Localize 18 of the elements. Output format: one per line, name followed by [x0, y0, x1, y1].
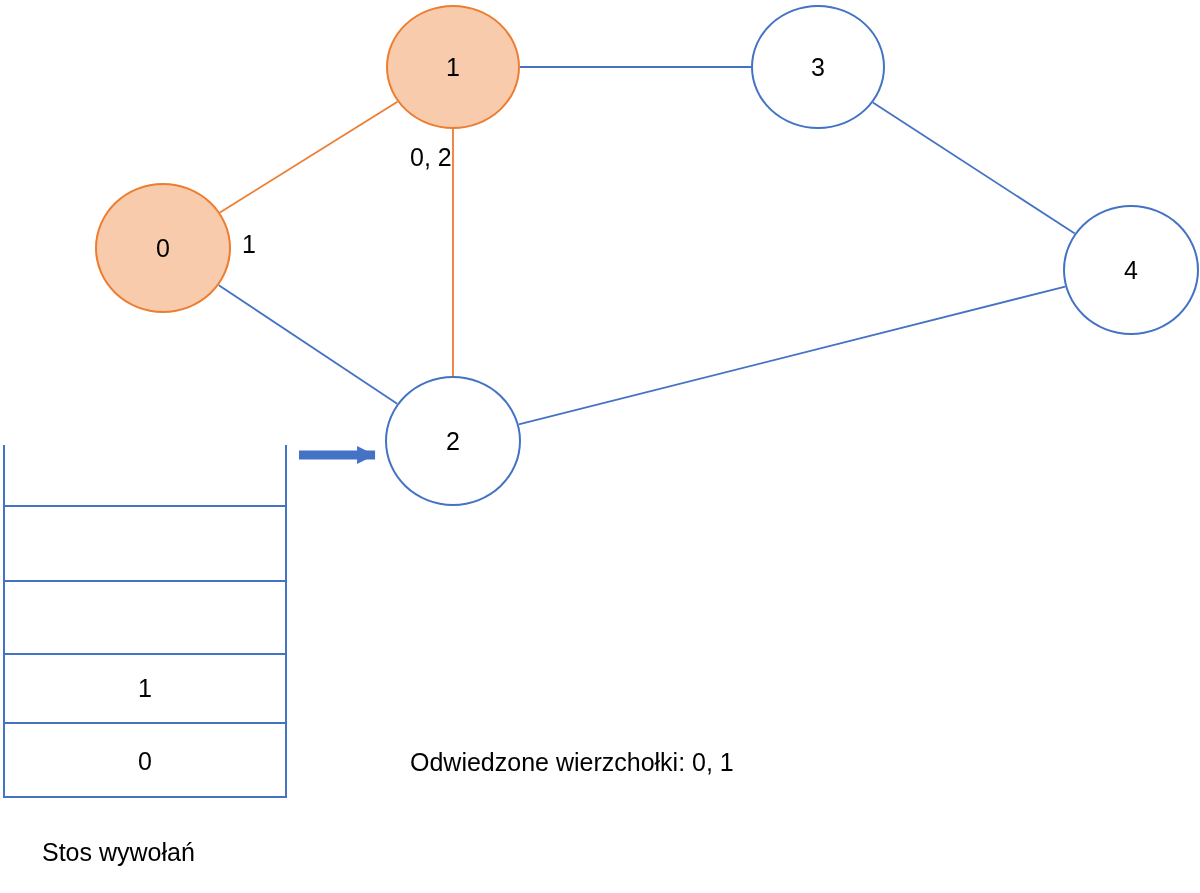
graph-edge	[452, 128, 454, 377]
stack-entry: 1	[138, 674, 152, 703]
vertex-label: 2	[446, 426, 460, 456]
graph-edge	[217, 284, 399, 405]
vertex-label: 3	[811, 52, 825, 82]
visit-note: 1	[242, 230, 256, 259]
graph-edge	[519, 66, 752, 68]
call-stack	[3, 445, 287, 798]
vertex-label: 0	[156, 233, 170, 263]
graph-edge	[517, 285, 1067, 426]
arrow	[299, 446, 376, 464]
stack-label: Stos wywołań	[42, 838, 195, 867]
visit-note: 0, 2	[410, 143, 452, 172]
vertex-label: 1	[446, 52, 460, 82]
graph-edge	[219, 100, 399, 214]
vertex-label: 4	[1124, 255, 1138, 285]
note: Odwiedzone wierzchołki: 0, 1	[410, 748, 734, 777]
stack-entry: 0	[138, 746, 152, 776]
